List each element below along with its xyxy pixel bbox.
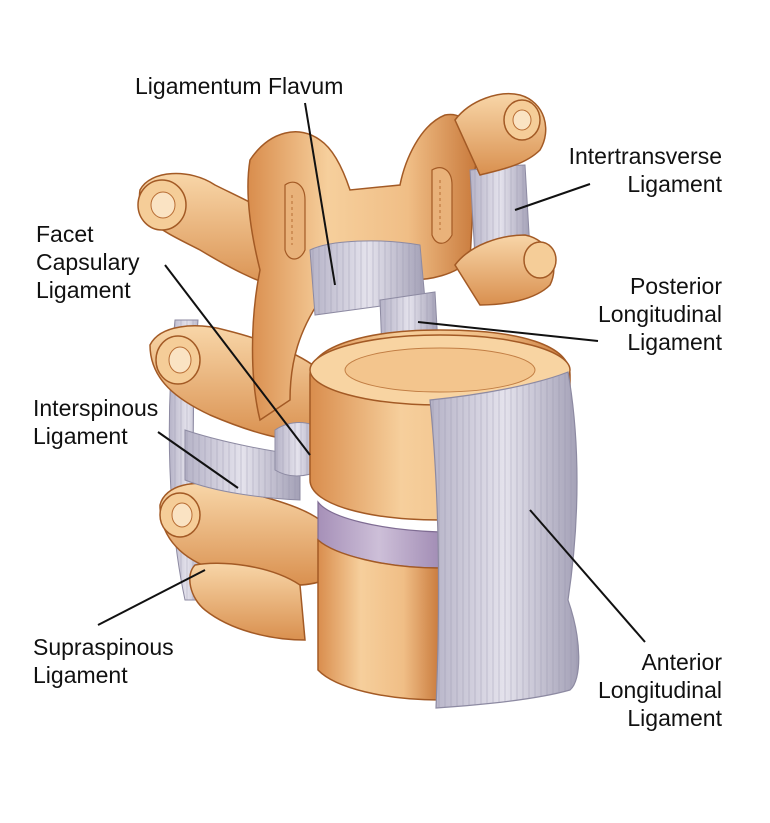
- label-interspinous-line2: Ligament: [33, 423, 128, 449]
- label-posterior-line3: Ligament: [627, 329, 722, 355]
- right-facet-capsule: [431, 167, 453, 244]
- label-interspinous-line1: Interspinous: [33, 395, 159, 421]
- label-posterior-longitudinal-ligament: Posterior Longitudinal Ligament: [540, 272, 722, 356]
- label-facet-line1: Facet: [36, 221, 94, 247]
- label-posterior-line2: Longitudinal: [597, 301, 722, 327]
- leader-posterior-longitudinal: [417, 321, 599, 342]
- label-supraspinous-line1: Supraspinous: [33, 634, 174, 660]
- label-posterior-line1: Posterior: [629, 273, 722, 299]
- label-interspinous-ligament: Interspinous Ligament: [33, 394, 158, 450]
- label-anterior-line2: Longitudinal: [597, 677, 722, 703]
- label-anterior-line1: Anterior: [641, 649, 722, 675]
- lower-right-transverse-tip: [523, 241, 557, 279]
- label-facet-capsulary-ligament: Facet Capsulary Ligament: [36, 220, 140, 304]
- left-facet-capsule: [284, 181, 306, 260]
- label-supraspinous-line2: Ligament: [33, 662, 128, 688]
- leader-lines: [97, 102, 646, 643]
- label-supraspinous-ligament: Supraspinous Ligament: [33, 633, 174, 689]
- label-facet-line2: Capsulary: [36, 249, 140, 275]
- leader-anterior-longitudinal: [529, 509, 646, 643]
- label-intertransverse-ligament: Intertransverse Ligament: [520, 142, 722, 198]
- label-ligamentum-flavum: Ligamentum Flavum: [135, 72, 343, 100]
- label-ligamentum-flavum-line1: Ligamentum Flavum: [135, 73, 344, 99]
- label-facet-line3: Ligament: [36, 277, 131, 303]
- lower-posterior-element: [189, 562, 306, 641]
- leader-facet-capsulary: [164, 264, 311, 456]
- label-intertransverse-line1: Intertransverse: [568, 143, 722, 169]
- label-intertransverse-line2: Ligament: [627, 171, 722, 197]
- leader-ligamentum-flavum: [304, 102, 336, 286]
- label-anterior-longitudinal-ligament: Anterior Longitudinal Ligament: [540, 648, 722, 732]
- leader-interspinous: [157, 431, 239, 489]
- label-anterior-line3: Ligament: [627, 705, 722, 731]
- leader-supraspinous: [97, 569, 206, 626]
- leader-intertransverse: [514, 183, 591, 211]
